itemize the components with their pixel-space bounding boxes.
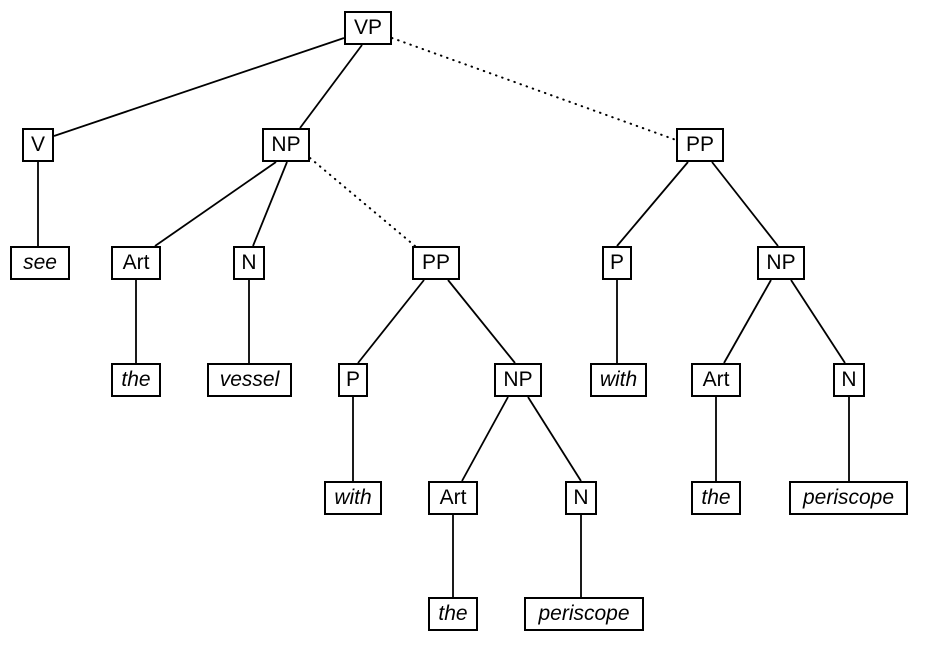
tree-node-pp_low[interactable]: PP	[412, 246, 460, 280]
tree-node-label: periscope	[538, 601, 630, 625]
tree-node-art_high[interactable]: Art	[691, 363, 741, 397]
tree-node-label: NP	[503, 367, 533, 391]
tree-node-label: N	[841, 367, 857, 391]
tree-node-np1[interactable]: NP	[262, 128, 310, 162]
tree-edge-pp_low-to-np_low	[447, 279, 516, 364]
tree-edge-pp_low-to-p_low	[357, 279, 425, 364]
tree-node-label: V	[30, 132, 45, 156]
tree-edge-np1-to-pp_low	[309, 157, 416, 247]
tree-node-label: VP	[353, 15, 382, 39]
tree-node-label: see	[23, 250, 57, 274]
tree-node-p_high[interactable]: P	[602, 246, 632, 280]
tree-node-np_high[interactable]: NP	[757, 246, 805, 280]
tree-node-label: P	[609, 250, 624, 274]
tree-node-label: N	[241, 250, 257, 274]
tree-node-vessel[interactable]: vessel	[207, 363, 292, 397]
tree-edge-np1-to-n1	[252, 161, 288, 247]
tree-edge-np_low-to-art_low	[461, 396, 509, 482]
tree-node-label: periscope	[802, 485, 895, 509]
tree-node-periscope_high[interactable]: periscope	[789, 481, 908, 515]
tree-edge-np_high-to-art_high	[723, 279, 772, 364]
tree-node-label: the	[121, 367, 151, 391]
tree-node-label: with	[599, 367, 638, 391]
tree-node-the_high[interactable]: the	[691, 481, 741, 515]
tree-node-label: PP	[685, 132, 714, 156]
tree-edge-np_low-to-n_low	[527, 396, 582, 482]
tree-node-label: the	[701, 485, 731, 509]
tree-node-vp[interactable]: VP	[344, 11, 392, 45]
tree-node-v[interactable]: V	[22, 128, 54, 162]
tree-node-with_high[interactable]: with	[590, 363, 647, 397]
tree-node-n_low[interactable]: N	[565, 481, 597, 515]
tree-node-label: NP	[271, 132, 301, 156]
tree-node-np_low[interactable]: NP	[494, 363, 542, 397]
tree-node-the_low[interactable]: the	[428, 597, 478, 631]
tree-node-label: Art	[702, 367, 730, 391]
tree-node-label: PP	[421, 250, 450, 274]
tree-node-label: vessel	[219, 367, 280, 391]
tree-edge-vp-to-v	[53, 37, 345, 137]
tree-node-label: P	[345, 367, 360, 391]
tree-node-pp_high[interactable]: PP	[676, 128, 724, 162]
tree-node-see[interactable]: see	[10, 246, 70, 280]
tree-node-label: NP	[766, 250, 796, 274]
tree-node-label: N	[573, 485, 589, 509]
tree-node-label: with	[334, 485, 372, 509]
tree-node-n1[interactable]: N	[233, 246, 265, 280]
tree-node-the1[interactable]: the	[111, 363, 161, 397]
tree-edge-np1-to-art1	[154, 161, 277, 247]
tree-edge-pp_high-to-np_high	[711, 161, 779, 247]
tree-node-periscope_low[interactable]: periscope	[524, 597, 644, 631]
tree-node-art_low[interactable]: Art	[428, 481, 478, 515]
tree-edge-pp_high-to-p_high	[616, 161, 689, 247]
tree-node-n_high[interactable]: N	[833, 363, 865, 397]
tree-node-label: Art	[122, 250, 150, 274]
tree-edge-np_high-to-n_high	[790, 279, 846, 364]
tree-edge-vp-to-pp_high	[391, 37, 677, 141]
tree-edge-vp-to-np1	[299, 44, 363, 129]
tree-node-label: the	[438, 601, 468, 625]
tree-node-with_low[interactable]: with	[324, 481, 382, 515]
tree-node-label: Art	[439, 485, 467, 509]
tree-node-p_low[interactable]: P	[338, 363, 368, 397]
tree-node-art1[interactable]: Art	[111, 246, 161, 280]
